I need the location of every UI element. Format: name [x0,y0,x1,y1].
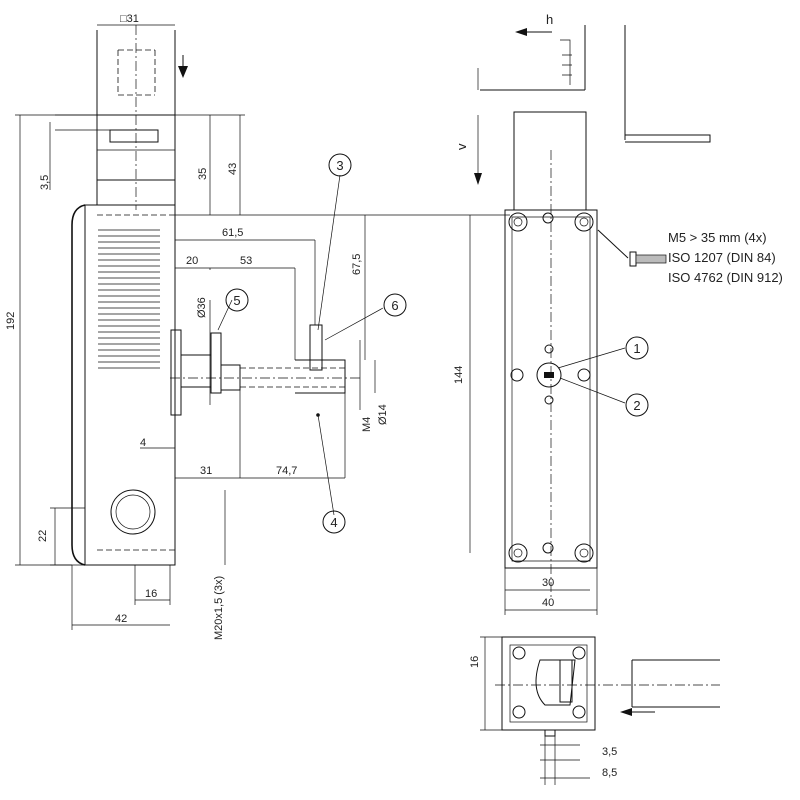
dim-43: 43 [227,163,239,175]
dimension-lines [15,24,598,785]
dim-4: 4 [140,437,146,449]
leader-dot [316,413,320,417]
dim-42: 42 [115,613,127,625]
dim-61-5: 61,5 [222,227,243,239]
dim-16-side: 16 [145,588,157,600]
callout-2: 2 [633,398,640,413]
callout-1: 1 [633,341,640,356]
dim-3-5-bottom: 3,5 [602,746,617,758]
dim-192: 192 [5,312,17,330]
screw-symbol [597,229,667,267]
dim-144: 144 [453,366,465,384]
dim-20: 20 [186,255,198,267]
dim-30: 30 [542,577,554,589]
callout-4: 4 [330,515,337,530]
screw-note-line1: M5 > 35 mm (4x) [668,230,767,245]
arrow-down-icon [178,66,188,78]
callout-5: 5 [233,293,240,308]
dim-top-square: □31 [120,13,139,25]
dim-74-7: 74,7 [276,465,297,477]
callout-6: 6 [391,298,398,313]
screw-note-line2: ISO 1207 (DIN 84) [668,250,776,265]
label-h: h [546,12,553,27]
side-view [71,25,360,566]
callout-circles [225,153,649,534]
dim-67-5: 67,5 [351,254,363,275]
dim-8-5: 8,5 [602,767,617,779]
dim-40: 40 [542,597,554,609]
front-view [504,111,598,600]
dim-16-bottom: 16 [469,656,481,668]
dim-m4: M4 [361,417,373,432]
dim-diameter-36: Ø36 [196,297,208,318]
dim-31: 31 [200,465,212,477]
callout-3: 3 [336,158,343,173]
top-view [495,636,720,737]
dim-53: 53 [240,255,252,267]
dim-22: 22 [37,530,49,542]
actuator-detail [474,25,711,185]
dim-3-5-left: 3,5 [39,175,51,190]
dim-35: 35 [197,168,209,180]
label-v: v [454,143,469,150]
callout-leaders [217,174,626,516]
dim-diameter-14: Ø14 [377,404,389,425]
dim-thread: M20x1,5 (3x) [213,576,225,640]
screw-note-line3: ISO 4762 (DIN 912) [668,270,783,285]
